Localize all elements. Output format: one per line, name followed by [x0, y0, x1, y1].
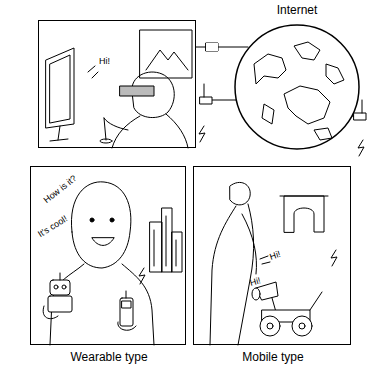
globe-circle	[235, 25, 359, 149]
relay-box	[206, 43, 218, 51]
display-panel: Hi!	[38, 20, 196, 148]
building-line	[166, 216, 167, 266]
speech-text: It's cool!	[37, 214, 70, 239]
speech-mark	[262, 262, 270, 264]
building-line	[176, 240, 177, 266]
hand	[43, 306, 58, 319]
wire-line	[196, 47, 248, 48]
panel-heading: Wearable type	[70, 351, 147, 363]
robot-body	[48, 296, 72, 312]
head	[71, 182, 130, 268]
network-wire	[196, 47, 248, 48]
antenna-box	[354, 113, 366, 120]
eye	[90, 218, 94, 222]
robot-head	[50, 280, 70, 295]
wheel	[292, 316, 312, 336]
phone-antenna	[126, 291, 127, 298]
robot-antenna	[60, 273, 61, 280]
arch	[284, 196, 324, 232]
speech-text: Hi!	[99, 57, 110, 66]
speech-text: Hi!	[269, 250, 282, 262]
relay-box	[206, 43, 218, 51]
phone-screen	[122, 301, 131, 308]
building	[150, 222, 162, 272]
building	[172, 232, 182, 272]
head	[230, 182, 250, 205]
mountain	[146, 50, 188, 70]
arch-top	[280, 196, 328, 197]
panel-heading: Mobile type	[242, 351, 303, 363]
speech-mark	[88, 66, 95, 72]
hand	[118, 322, 136, 330]
panel-heading: Internet	[277, 4, 318, 16]
stick-base	[100, 139, 112, 143]
mobile-panel: Mobile typeHi!Hi!	[193, 166, 351, 345]
building-line	[154, 230, 155, 266]
continent	[254, 54, 286, 84]
building	[162, 208, 172, 272]
continent	[284, 86, 330, 124]
wheel-hub	[299, 323, 305, 329]
display-base	[50, 139, 68, 141]
speech-mark	[92, 72, 98, 78]
wire	[212, 100, 236, 101]
antenna	[362, 100, 363, 113]
body	[112, 114, 188, 148]
remote-view-window	[140, 30, 192, 78]
mobile-phone	[120, 298, 133, 326]
speech-text: How is it?	[42, 174, 78, 205]
display-screen	[46, 48, 74, 128]
wireless-bolt	[199, 126, 205, 142]
control-stick	[104, 118, 106, 140]
wireless-bolt	[139, 268, 145, 284]
wireless-bolt	[358, 140, 364, 156]
wheel-hub	[267, 323, 273, 329]
continent	[314, 128, 332, 140]
continent	[262, 104, 274, 124]
camera-lens	[252, 288, 260, 300]
continent	[326, 64, 344, 84]
antenna	[204, 84, 205, 97]
wearable-panel: Wearable typeHow is it?It's cool!	[30, 166, 186, 345]
robot-eye	[54, 285, 58, 289]
internet-globe: Internet	[234, 24, 360, 150]
arm	[242, 214, 256, 274]
head-mounted-display	[120, 86, 154, 96]
wireless-bolt	[331, 250, 337, 266]
antenna-box	[200, 97, 212, 104]
arm	[104, 118, 128, 130]
display-inner	[50, 55, 70, 123]
continent	[294, 42, 320, 60]
display-stand	[58, 126, 60, 140]
robot-antenna	[310, 292, 322, 310]
speech-text: Hi!	[249, 276, 262, 288]
speech-mark	[260, 256, 268, 259]
robot-eye	[62, 285, 66, 289]
globe-outline	[234, 24, 360, 150]
wheel	[260, 316, 280, 336]
mouth	[92, 238, 114, 246]
eye	[110, 218, 114, 222]
